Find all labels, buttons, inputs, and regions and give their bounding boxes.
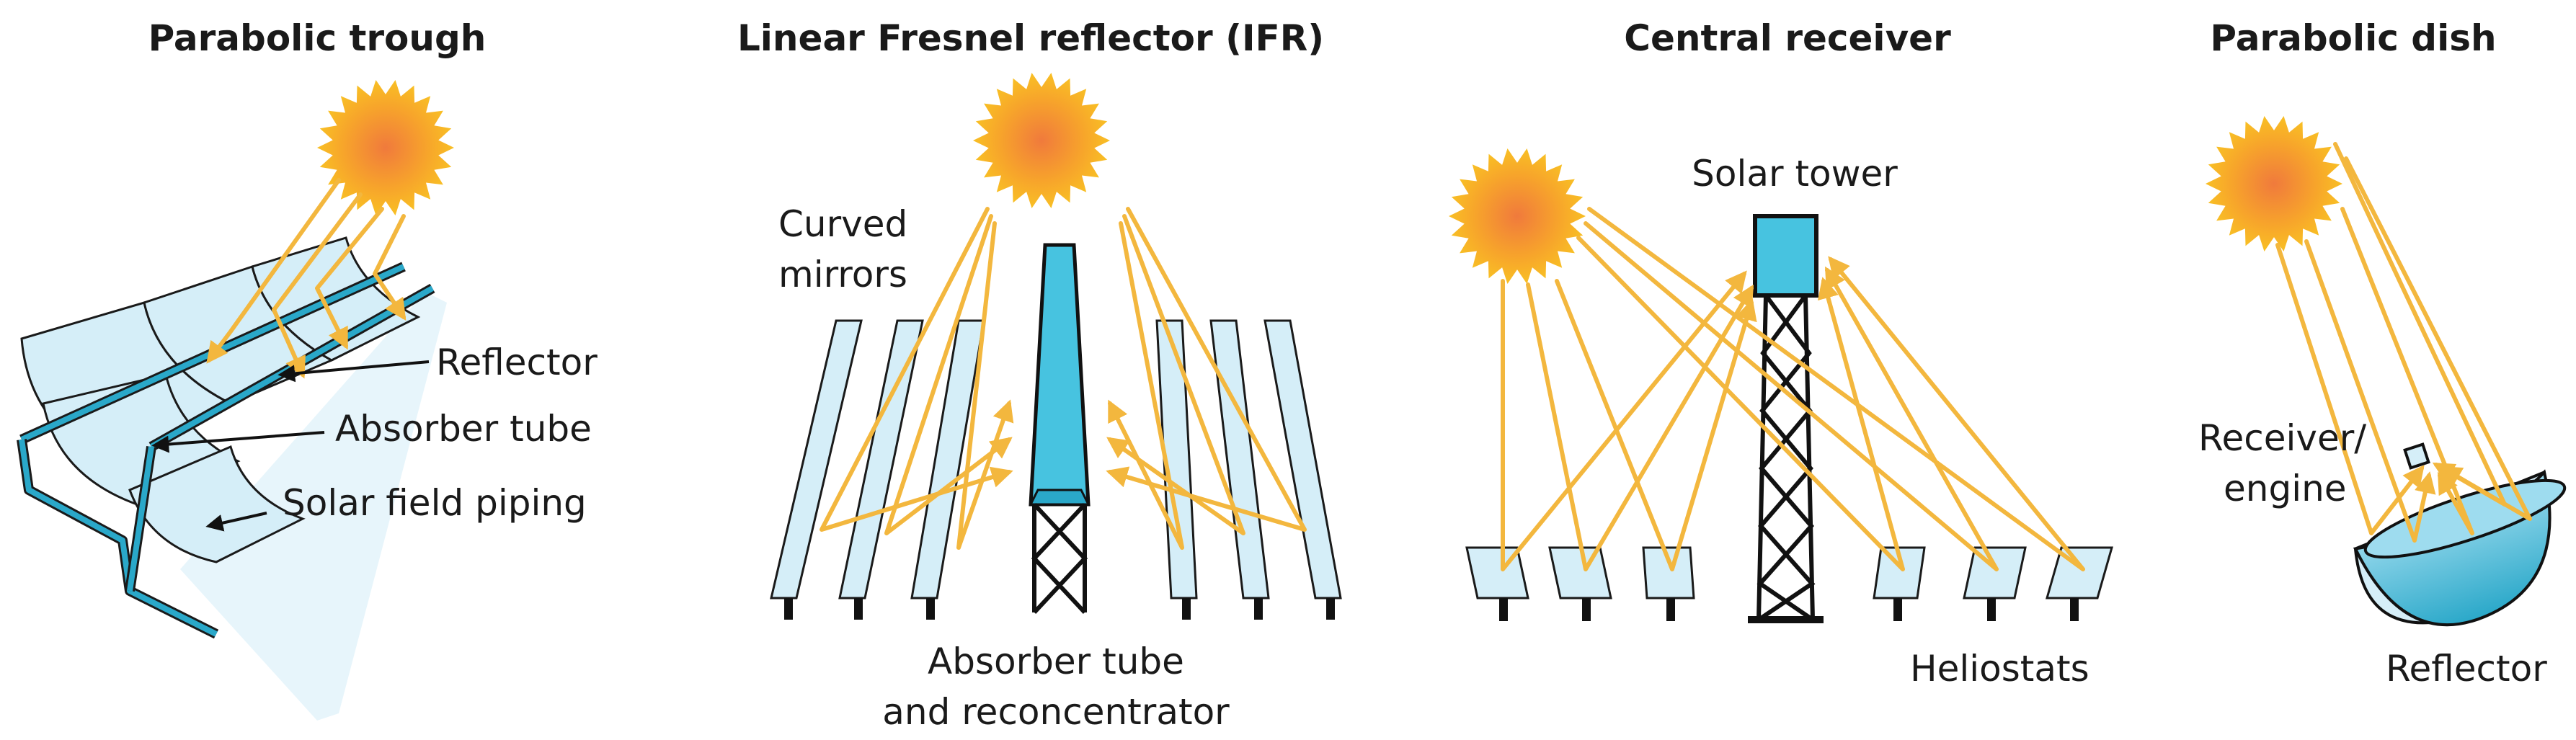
sun-rays bbox=[820, 207, 1307, 550]
heliostats bbox=[1465, 546, 2113, 621]
panel-parabolic-trough: Parabolic trough bbox=[17, 17, 598, 721]
sun-shape bbox=[1449, 148, 1586, 284]
panel-title: Parabolic dish bbox=[2210, 17, 2496, 59]
sun-icon bbox=[317, 80, 454, 215]
leader-absorber bbox=[151, 431, 325, 453]
sun-shape bbox=[2206, 116, 2342, 251]
label-curved: Curved bbox=[778, 203, 907, 245]
absorber-reconcentrator bbox=[1029, 243, 1091, 615]
label-engine: engine bbox=[2224, 468, 2347, 509]
receiver-engine-box bbox=[2403, 442, 2430, 470]
label-reflector: Reflector bbox=[436, 342, 598, 383]
panel-title: Parabolic trough bbox=[148, 17, 487, 59]
label-solar-field-piping: Solar field piping bbox=[283, 482, 587, 524]
panel-title: Linear Fresnel reflector (IFR) bbox=[737, 17, 1324, 59]
dish-reflector bbox=[2353, 469, 2567, 627]
label-reflector: Reflector bbox=[2386, 648, 2547, 690]
label-solar-tower: Solar tower bbox=[1692, 153, 1898, 195]
panel-title: Central receiver bbox=[1624, 17, 1951, 59]
panel-central-receiver: Central receiver bbox=[1449, 17, 2113, 690]
leader-reflector bbox=[277, 360, 430, 383]
label-receiver: Receiver/ bbox=[2198, 417, 2366, 459]
panel-linear-fresnel: Linear Fresnel reflector (IFR) bbox=[737, 17, 1342, 733]
sun-rays bbox=[2275, 142, 2532, 543]
label-heliostats: Heliostats bbox=[1910, 648, 2089, 690]
sun-icon bbox=[1449, 148, 1586, 284]
sun-shape bbox=[973, 73, 1110, 208]
label-absorber-tube: Absorber tube bbox=[928, 641, 1184, 682]
mirror-supports bbox=[784, 598, 1335, 620]
solar-field-piping bbox=[17, 439, 219, 639]
leader-piping bbox=[205, 512, 267, 532]
label-mirrors: mirrors bbox=[778, 254, 907, 295]
sun-shape bbox=[317, 80, 454, 215]
panel-parabolic-dish: Parabolic dish Receiver/ engine Reflecto… bbox=[2198, 17, 2567, 690]
label-reconcentrator: and reconcentrator bbox=[882, 691, 1230, 733]
solar-tower bbox=[1748, 214, 1824, 623]
sun-rays bbox=[1501, 207, 2085, 571]
sun-icon bbox=[973, 73, 1110, 208]
ground-strip bbox=[180, 292, 447, 721]
sun-rays bbox=[206, 178, 407, 379]
sun-icon bbox=[2206, 116, 2342, 251]
curved-mirrors bbox=[770, 319, 1342, 599]
label-absorber-tube: Absorber tube bbox=[335, 408, 592, 450]
